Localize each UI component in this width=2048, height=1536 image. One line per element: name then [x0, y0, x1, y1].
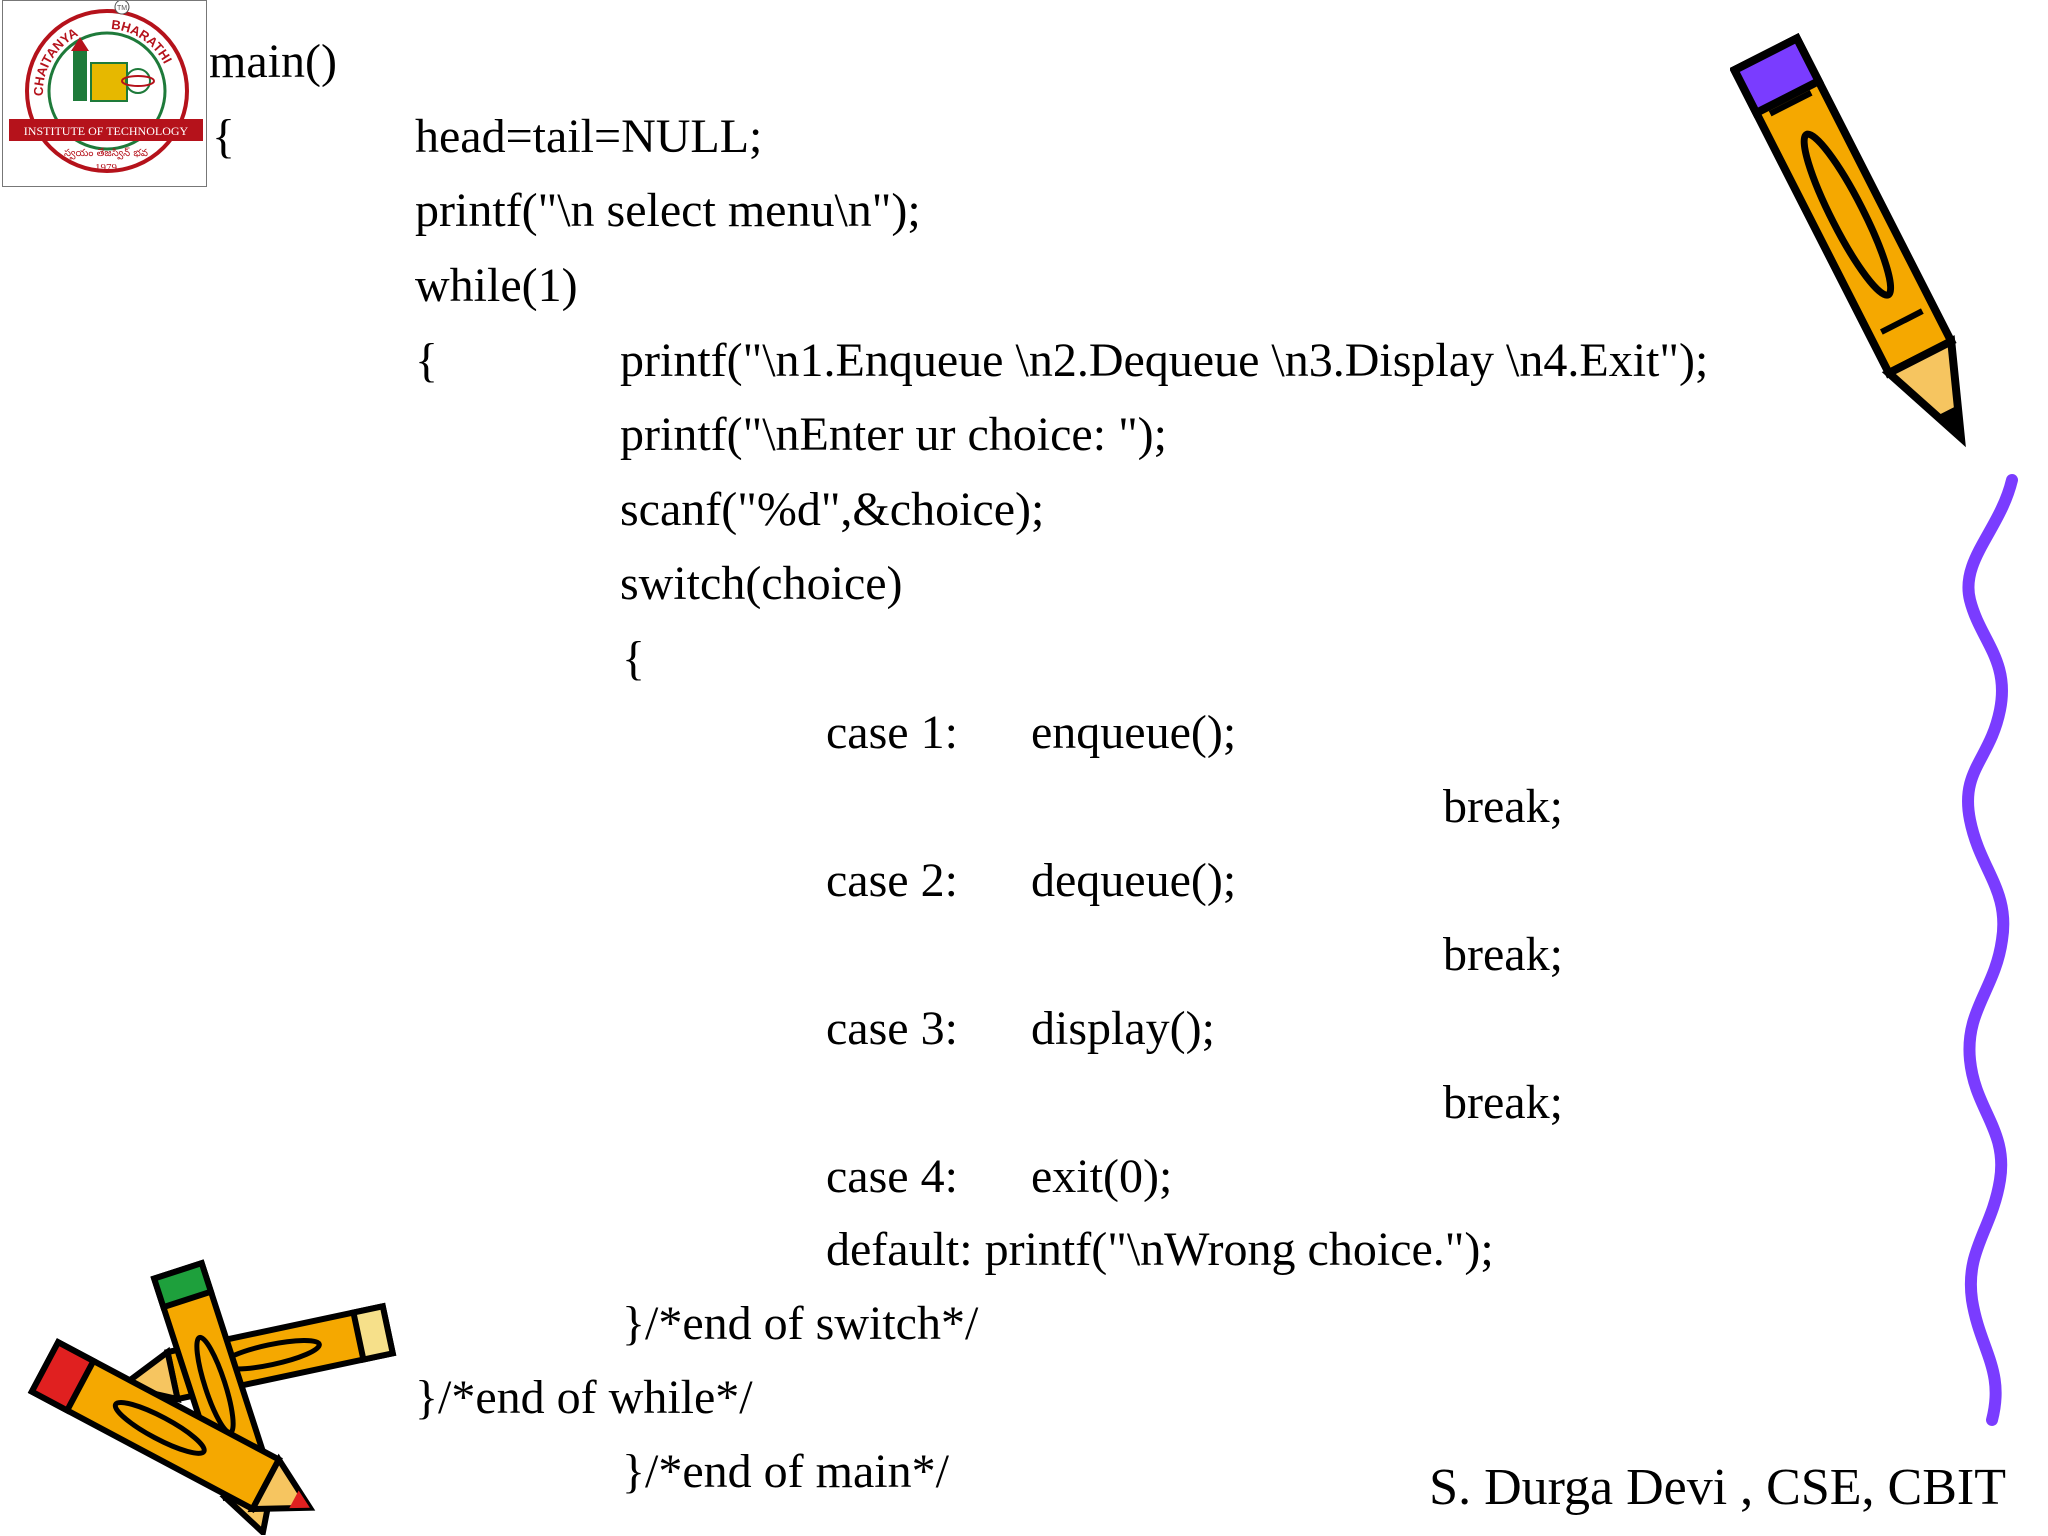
code-case4: case 4: [826, 1150, 958, 1203]
code-main: main() [209, 35, 337, 88]
code-end-switch: }/*end of switch*/ [622, 1297, 979, 1350]
logo-trademark: TM [117, 5, 127, 12]
code-break3: break; [1443, 1076, 1563, 1129]
code-scanf: scanf("%d",&choice); [620, 483, 1045, 536]
logo-banner-text: INSTITUTE OF TECHNOLOGY [24, 124, 189, 138]
code-case4-call: exit(0); [1031, 1150, 1173, 1203]
code-default: default: printf("\nWrong choice."); [826, 1223, 1494, 1276]
code-head-init: head=tail=NULL; [415, 110, 763, 163]
pencil-icon [1730, 32, 1966, 448]
code-case3: case 3: [826, 1002, 958, 1055]
code-end-main: }/*end of main*/ [622, 1445, 949, 1498]
crossed-pencils-icon [27, 1259, 397, 1535]
code-printf-select: printf("\n select menu\n"); [415, 184, 921, 237]
logo-year: 1979 [95, 162, 118, 174]
logo-motto: స్వయం తేజస్విన్ భవ [64, 147, 148, 160]
code-case3-call: display(); [1031, 1002, 1215, 1055]
code-case2: case 2: [826, 854, 958, 907]
code-while: while(1) [415, 259, 578, 312]
code-end-while: }/*end of while*/ [415, 1371, 753, 1424]
squiggle-line-icon [1962, 474, 2018, 1426]
institute-logo: CHAITANYA BHARATHI INSTITUTE OF TECHNOLO… [2, 0, 207, 187]
code-case2-call: dequeue(); [1031, 854, 1237, 907]
code-case1-call: enqueue(); [1031, 706, 1237, 759]
code-break2: break; [1443, 928, 1563, 981]
code-case1: case 1: [826, 706, 958, 759]
code-printf-choice: printf("\nEnter ur choice: "); [620, 408, 1167, 461]
logo-emblem-icon: CHAITANYA BHARATHI INSTITUTE OF TECHNOLO… [9, 1, 203, 174]
code-switch: switch(choice) [620, 557, 903, 610]
code-break1: break; [1443, 780, 1563, 833]
code-open-while: { [415, 334, 439, 387]
code-open-switch: { [622, 632, 646, 685]
author-credit: S. Durga Devi , CSE, CBIT [1429, 1459, 2006, 1516]
code-printf-menu: printf("\n1.Enqueue \n2.Dequeue \n3.Disp… [620, 334, 1709, 387]
code-open-main: { [212, 110, 236, 163]
